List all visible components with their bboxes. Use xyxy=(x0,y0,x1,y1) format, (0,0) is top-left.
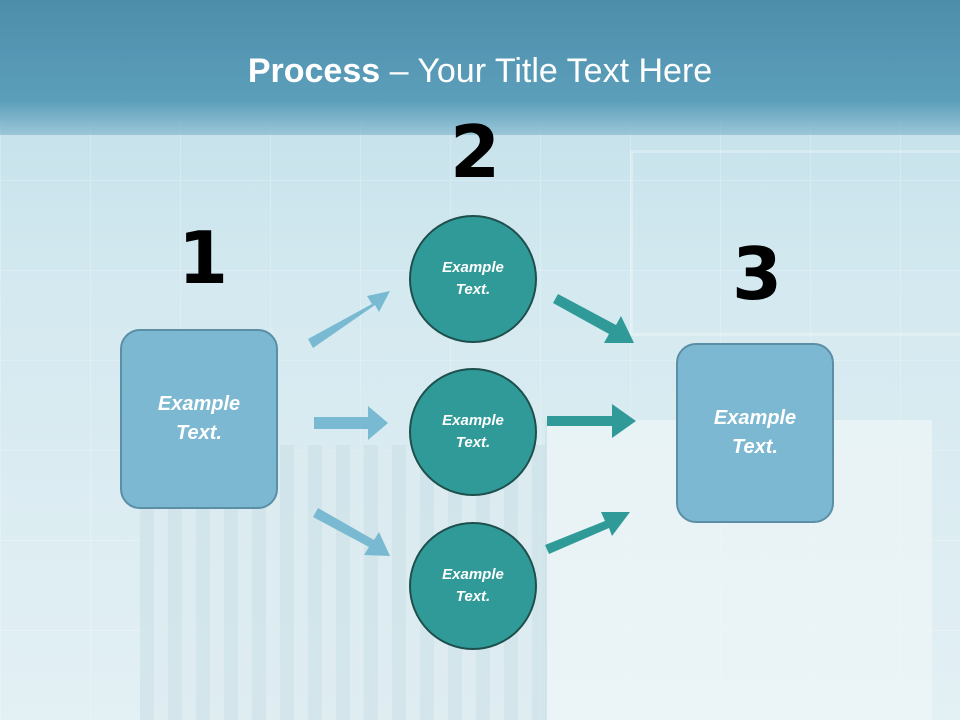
step-number-3: 3 xyxy=(732,232,783,316)
circle-top-line2: Text. xyxy=(455,281,491,298)
circle-middle-line2: Text. xyxy=(455,434,491,451)
process-circle-top[interactable]: Example Text. xyxy=(409,215,537,343)
circle-bottom-line2: Text. xyxy=(455,588,491,605)
title-band xyxy=(0,0,960,135)
title-bold: Process xyxy=(247,52,381,90)
background-mirror xyxy=(630,150,960,336)
arrow-left-to-middle xyxy=(314,406,388,440)
right-process-box[interactable]: Example Text. xyxy=(676,343,834,523)
slide-title: Process – Your Title Text Here xyxy=(0,52,960,91)
step-number-2: 2 xyxy=(450,110,501,194)
process-circle-bottom[interactable]: Example Text. xyxy=(409,522,537,650)
circle-bottom-line1: Example xyxy=(442,565,504,583)
left-box-line2: Text. xyxy=(176,422,222,444)
title-rest: – Your Title Text Here xyxy=(380,52,713,90)
process-circle-middle[interactable]: Example Text. xyxy=(409,368,537,496)
left-process-box[interactable]: Example Text. xyxy=(120,329,278,509)
arrow-top-to-right xyxy=(553,294,634,343)
right-box-line1: Example xyxy=(713,407,797,429)
circle-middle-line1: Example xyxy=(442,411,504,429)
arrow-bottom-to-right xyxy=(545,512,630,554)
right-box-line2: Text. xyxy=(732,436,778,458)
arrow-left-to-top xyxy=(308,291,390,348)
arrow-middle-to-right xyxy=(547,404,636,438)
circle-top-line1: Example xyxy=(442,258,504,276)
left-box-line1: Example xyxy=(157,393,241,415)
step-number-1: 1 xyxy=(178,216,229,300)
arrow-left-to-bottom xyxy=(313,508,390,556)
